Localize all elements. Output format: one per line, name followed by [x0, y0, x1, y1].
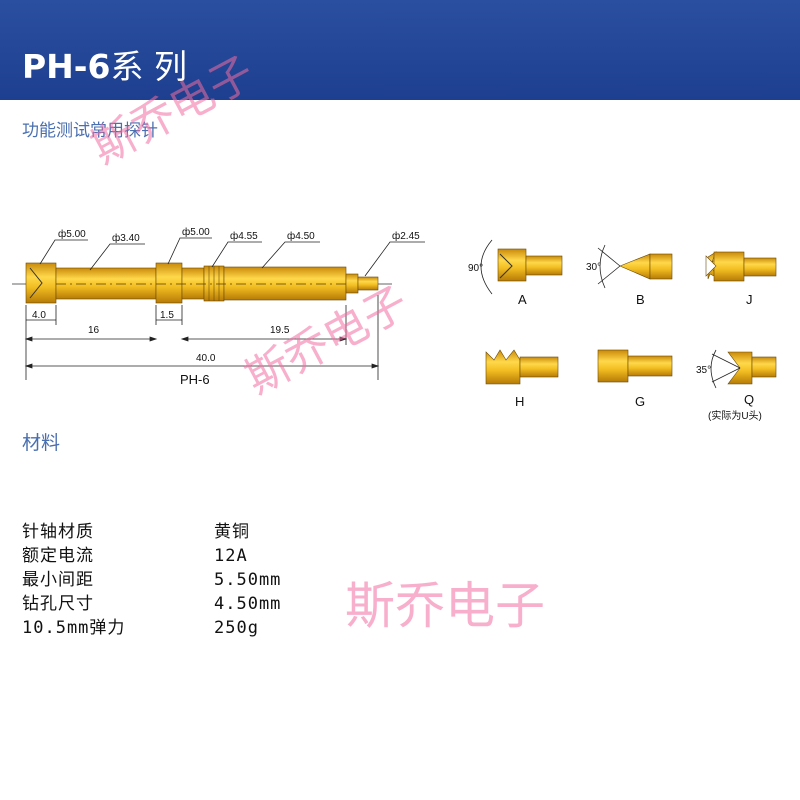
len-total: 40.0: [196, 353, 216, 364]
tip-q-drawing: [710, 349, 777, 389]
title-model: PH-6: [22, 47, 111, 86]
subtitle: 功能测试常用探针: [22, 121, 158, 141]
probe-neck: [181, 267, 205, 300]
length-dimensions: [24, 295, 380, 380]
spec-label: 最小间距: [22, 570, 94, 590]
spec-value: 5.50mm: [214, 570, 282, 590]
spec-value: 250g: [214, 618, 259, 638]
dia-rings: ф4.55: [230, 230, 258, 242]
tip-q-label: Q: [744, 392, 754, 407]
page-title: PH-6系 列: [22, 40, 187, 88]
tip-j-label: J: [746, 292, 753, 307]
probe-tail: [357, 276, 379, 291]
header-banner: PH-6系 列: [0, 0, 800, 100]
head-tip-mark: [29, 267, 43, 299]
dia-collar: ф5.00: [182, 226, 210, 238]
spec-value: 黄铜: [214, 522, 250, 542]
spec-row: 最小间距 5.50mm: [22, 568, 281, 592]
tip-h-label: H: [515, 394, 524, 409]
spec-label: 10.5mm弹力: [22, 618, 126, 638]
len-shaft: 16: [88, 325, 100, 336]
dia-shaft: ф3.40: [112, 232, 140, 244]
tip-b-drawing: [597, 244, 673, 289]
tip-b-label: B: [636, 292, 645, 307]
probe-shaft: [55, 267, 157, 300]
dia-tail: ф2.45: [392, 230, 420, 242]
tip-b-angle: 30°: [586, 262, 601, 273]
tip-q-angle: 35°: [696, 365, 711, 376]
tip-j-drawing: [705, 251, 777, 282]
materials-title: 材料: [22, 432, 61, 454]
tip-a-label: A: [518, 292, 527, 307]
probe-barrel: [223, 266, 347, 301]
probe-plunger: [345, 273, 359, 294]
diameter-callouts: [39, 237, 425, 277]
tip-g-label: G: [635, 394, 645, 409]
spec-value: 12A: [214, 546, 248, 566]
spec-row: 10.5mm弹力 250g: [22, 616, 281, 640]
spec-label: 针轴材质: [22, 522, 94, 542]
spec-table: 针轴材质 黄铜 额定电流 12A 最小间距 5.50mm 钻孔尺寸 4.50mm…: [22, 520, 281, 640]
model-label: PH-6: [180, 372, 210, 387]
title-series: 系 列: [110, 47, 187, 86]
spec-row: 钻孔尺寸 4.50mm: [22, 592, 281, 616]
spec-label: 钻孔尺寸: [22, 594, 94, 614]
spec-row: 针轴材质 黄铜: [22, 520, 281, 544]
tip-h-drawing: [485, 349, 559, 385]
dia-head: ф5.00: [58, 228, 86, 240]
spec-label: 额定电流: [22, 546, 94, 566]
tip-g-drawing: [597, 349, 673, 383]
tip-a-angle: 90°: [468, 263, 483, 274]
tip-a-drawing: [480, 239, 563, 295]
spec-value: 4.50mm: [214, 594, 282, 614]
dia-barrel: ф4.50: [287, 230, 315, 242]
len-barrel: 19.5: [270, 325, 290, 336]
len-collar: 1.5: [160, 310, 174, 321]
probe-body: [12, 262, 392, 304]
tip-q-note: (实际为U头): [708, 409, 762, 422]
probe-collar: [155, 262, 183, 304]
spec-row: 额定电流 12A: [22, 544, 281, 568]
len-head: 4.0: [32, 310, 46, 321]
